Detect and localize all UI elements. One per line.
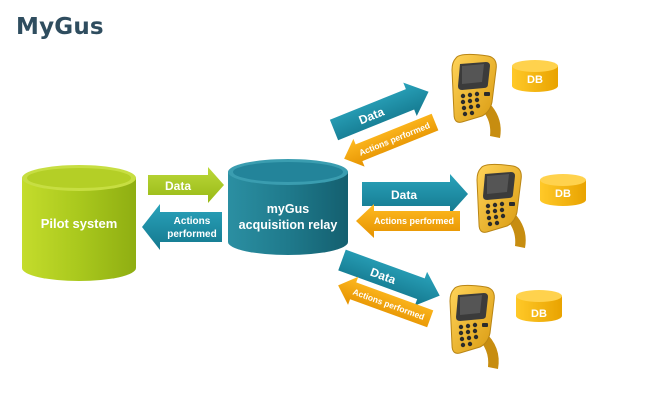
pilot-actions-label-line1: Actions xyxy=(174,216,211,227)
pilot-system-label: Pilot system xyxy=(41,216,118,231)
handheld-device-icon-bottom xyxy=(449,284,500,370)
top-data-arrow: Data xyxy=(329,82,429,141)
db-cylinder-top: DB xyxy=(512,60,558,92)
middle-data-label: Data xyxy=(391,188,417,202)
acquisition-relay-cylinder: myGus acquisition relay xyxy=(228,159,348,255)
pilot-data-label: Data xyxy=(165,179,191,193)
pilot-actions-arrow: Actions performed xyxy=(142,204,222,250)
pilot-actions-label-line2: performed xyxy=(167,229,216,240)
page-title: MyGus xyxy=(16,14,104,40)
relay-label-line1: myGus xyxy=(267,202,309,216)
pilot-system-cylinder: Pilot system xyxy=(22,165,136,281)
middle-actions-arrow: Actions performed xyxy=(356,204,460,238)
relay-label-line2: acquisition relay xyxy=(239,218,338,232)
handheld-device-icon-middle xyxy=(476,163,527,249)
db-label-bottom: DB xyxy=(531,308,547,320)
bottom-data-arrow: Data xyxy=(338,249,440,306)
middle-actions-label: Actions performed xyxy=(374,216,454,226)
middle-data-arrow: Data xyxy=(362,174,468,214)
handheld-device-icon-top xyxy=(451,53,502,139)
db-cylinder-bottom: DB xyxy=(516,290,562,322)
pilot-data-arrow: Data xyxy=(148,167,224,203)
db-label-top: DB xyxy=(527,74,543,86)
db-label-middle: DB xyxy=(555,188,571,200)
db-cylinder-middle: DB xyxy=(540,174,586,206)
